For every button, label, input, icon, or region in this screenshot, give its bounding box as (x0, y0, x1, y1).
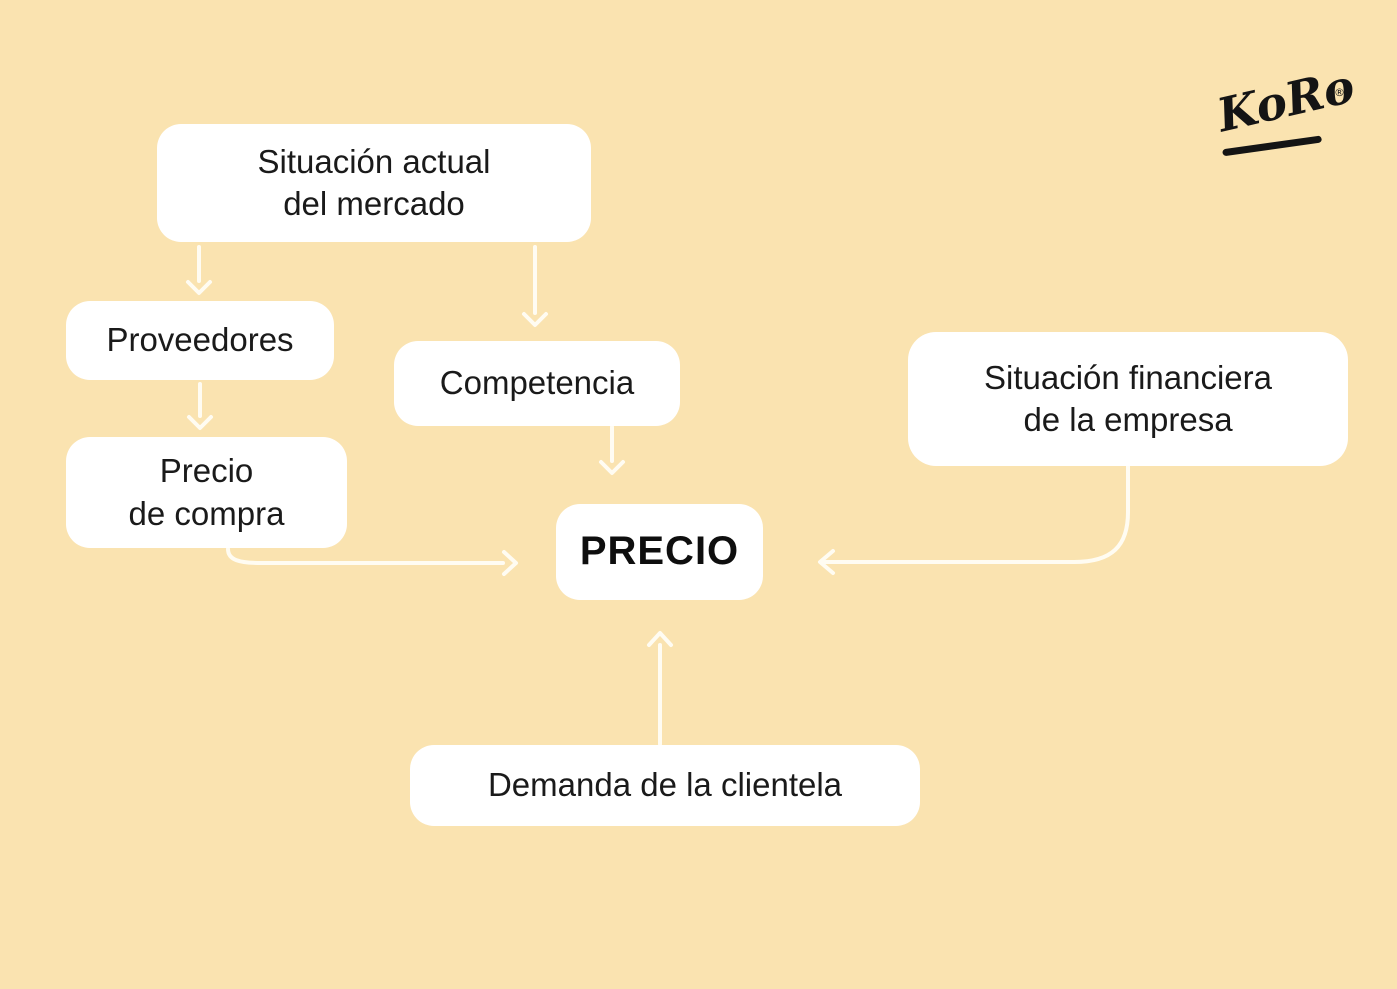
node-proveedores: Proveedores (66, 301, 334, 380)
arrow-situacion-mercado-to-proveedores (186, 245, 212, 295)
koro-logo: KoRo ® (1210, 59, 1359, 156)
node-situacion-financiera: Situación financiera de la empresa (908, 332, 1348, 466)
arrow-situacion-mercado-to-competencia (522, 245, 548, 327)
arrow-proveedores-to-precio-compra (187, 382, 213, 430)
node-demanda: Demanda de la clientela (410, 745, 920, 826)
node-situacion-mercado-line1: Situación actual (257, 142, 491, 180)
node-demanda-line1: Demanda de la clientela (487, 766, 843, 804)
koro-logo-underline (1222, 135, 1322, 156)
node-situacion-mercado-line2: del mercado (283, 185, 465, 222)
node-proveedores-line1: Proveedores (106, 321, 294, 359)
node-competencia-line1: Competencia (439, 364, 635, 402)
node-situacion-financiera-line1: Situación financiera (983, 358, 1272, 396)
koro-logo-text: KoRo (1210, 59, 1359, 143)
node-precio-compra: Precio de compra (66, 437, 347, 548)
koro-registered-icon: ® (1334, 86, 1345, 99)
arrow-precio-compra-to-precio (226, 547, 518, 576)
node-precio-compra-line2: de compra (128, 494, 285, 532)
node-situacion-mercado: Situación actual del mercado (157, 124, 591, 242)
arrow-competencia-to-precio (599, 425, 625, 475)
node-precio-label: PRECIO (579, 529, 740, 574)
node-precio-compra-line1: Precio (159, 452, 254, 490)
arrow-situacion-financiera-to-precio (818, 462, 1130, 575)
arrow-demanda-to-precio (647, 631, 673, 746)
node-competencia: Competencia (394, 341, 680, 426)
node-precio: PRECIO (556, 504, 763, 600)
node-situacion-financiera-line2: de la empresa (1023, 401, 1233, 438)
